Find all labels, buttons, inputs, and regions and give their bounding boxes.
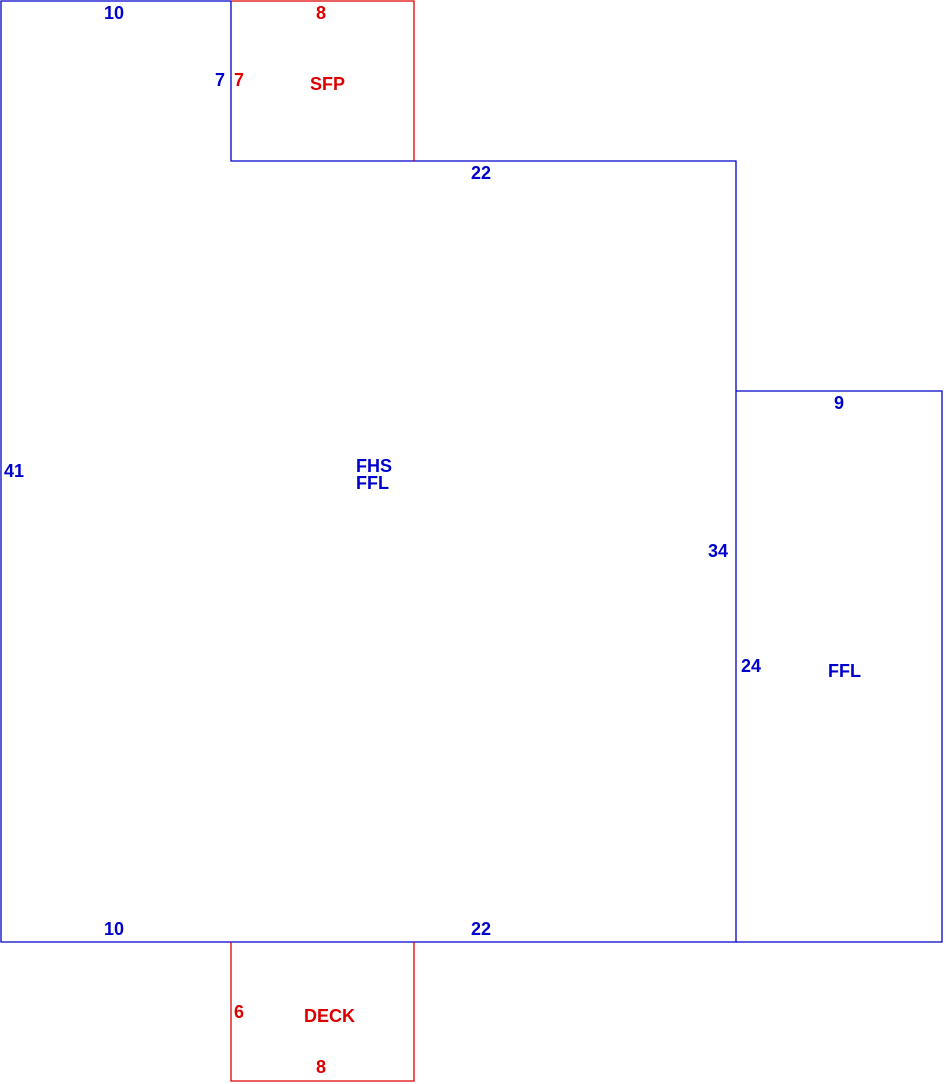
sfp-area-label: SFP xyxy=(310,74,345,94)
dim-wing-left: 24 xyxy=(741,656,761,676)
sfp-outline xyxy=(231,0,415,161)
deck-outline xyxy=(230,942,415,1082)
dim-main-mid-top: 22 xyxy=(471,163,491,183)
dim-main-bottom-left: 10 xyxy=(104,919,124,939)
dim-sfp-left: 7 xyxy=(234,70,244,90)
right-wing-outline xyxy=(736,390,943,943)
dim-sfp-top: 8 xyxy=(316,3,326,23)
deck-area-label: DECK xyxy=(304,1006,355,1026)
main-area-label-2: FFL xyxy=(356,473,389,493)
dim-main-bottom-right: 22 xyxy=(471,919,491,939)
main-area-label-1: FHS xyxy=(356,456,392,476)
dim-wing-top: 9 xyxy=(834,393,844,413)
dim-main-left: 41 xyxy=(4,461,24,481)
dim-main-step-height: 7 xyxy=(215,70,225,90)
dim-deck-left: 6 xyxy=(234,1002,244,1022)
dim-deck-bottom: 8 xyxy=(316,1057,326,1077)
dim-main-top-left: 10 xyxy=(104,3,124,23)
dim-main-right: 34 xyxy=(708,541,728,561)
right-wing-area-label: FFL xyxy=(828,661,861,681)
